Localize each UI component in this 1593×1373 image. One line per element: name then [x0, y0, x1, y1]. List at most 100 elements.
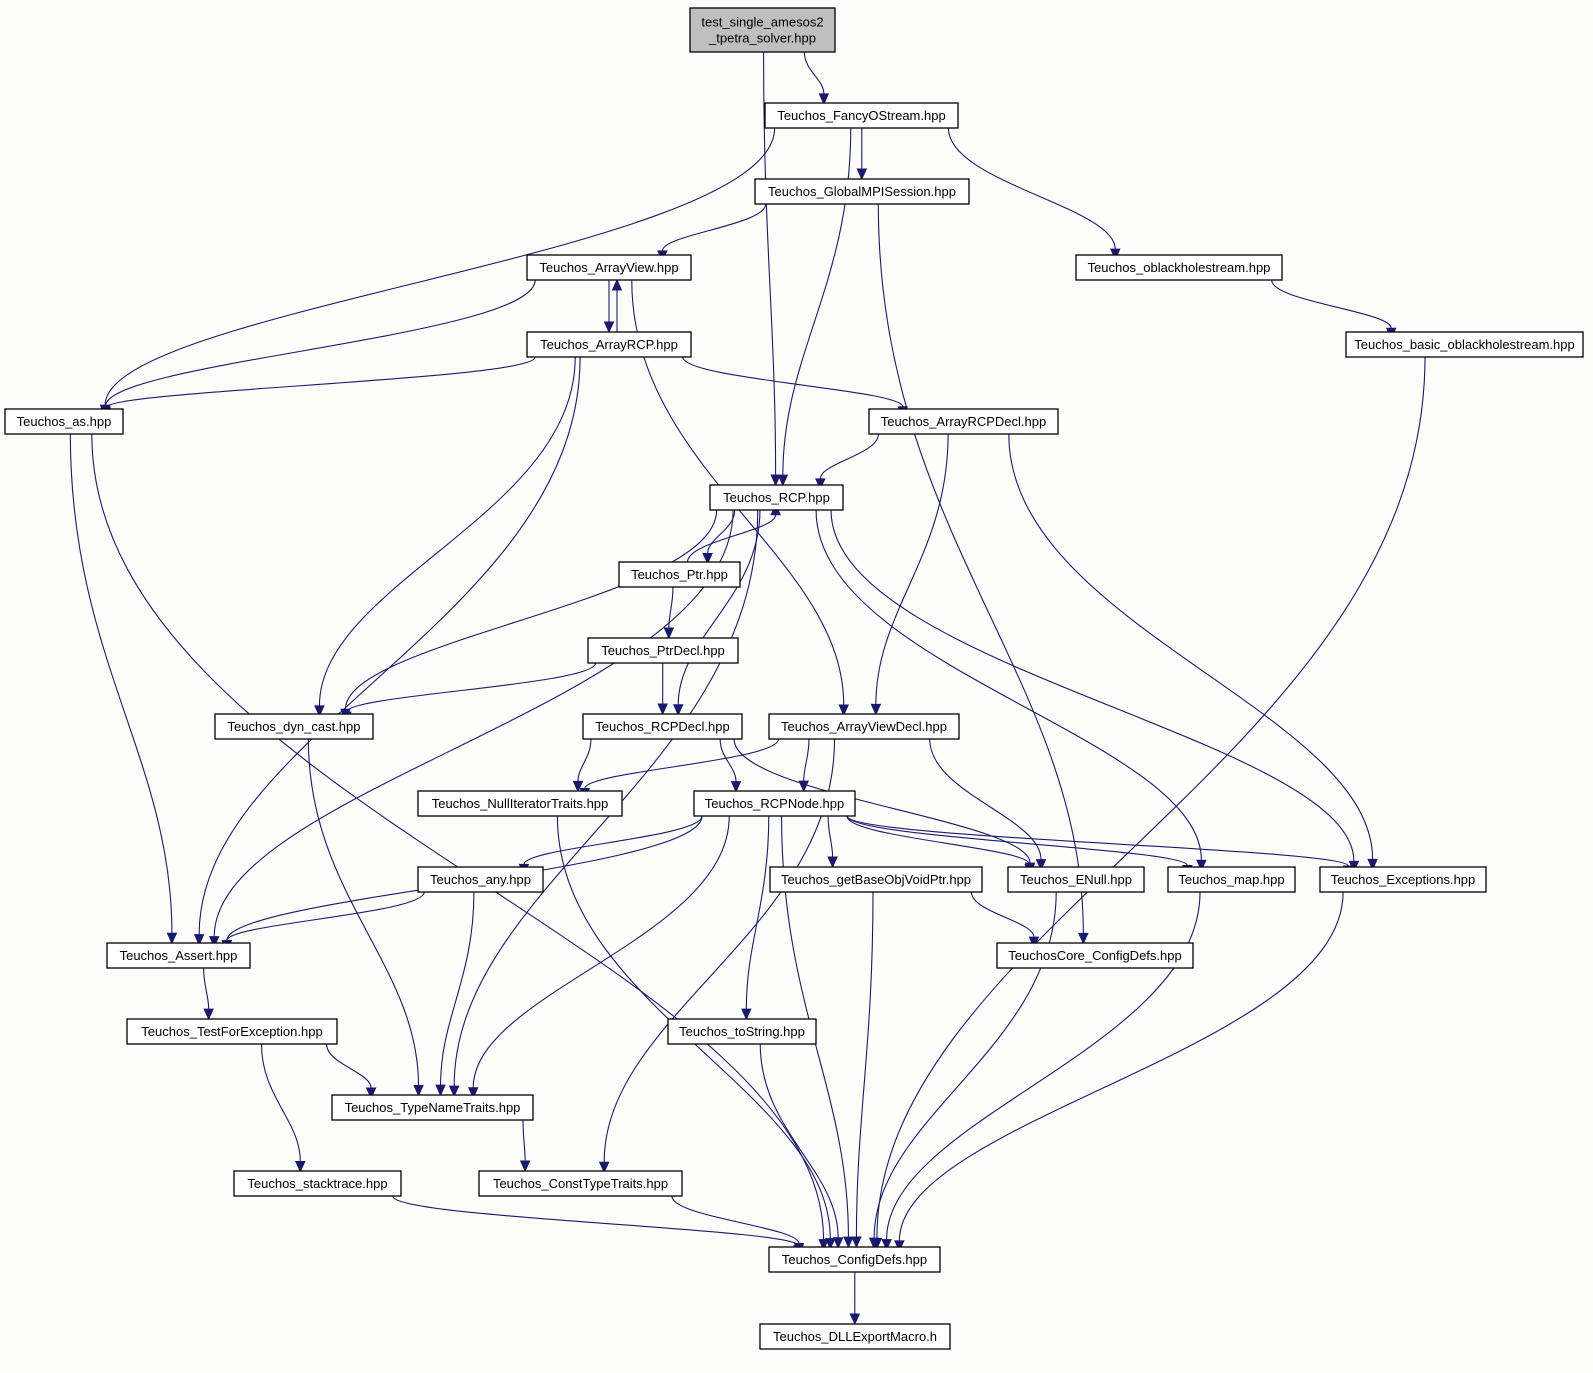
node-label: Teuchos_NullIteratorTraits.hpp	[432, 796, 609, 811]
node-rcpnode[interactable]: Teuchos_RCPNode.hpp	[693, 790, 856, 817]
edge-line	[947, 127, 1116, 250]
node-exceptions[interactable]: Teuchos_Exceptions.hpp	[1319, 866, 1487, 893]
edge-consttype-to-configdefs	[671, 1195, 805, 1255]
node-typename[interactable]: Teuchos_TypeNameTraits.hpp	[331, 1094, 534, 1121]
edge-testfor-to-typename	[325, 1043, 377, 1100]
node-box	[417, 866, 544, 893]
node-label: Teuchos_RCPDecl.hpp	[595, 719, 729, 734]
edge-line	[803, 738, 810, 782]
edge-arrowhead	[702, 553, 713, 565]
node-oblack[interactable]: Teuchos_oblackholestream.hpp	[1075, 254, 1283, 281]
node-stacktrace[interactable]: Teuchos_stacktrace.hpp	[233, 1170, 402, 1197]
edge-fancy-to-oblack	[947, 127, 1121, 261]
edge-arrowhead	[870, 703, 882, 716]
edge-arrowhead	[851, 1236, 862, 1249]
node-box	[689, 7, 836, 53]
node-label: Teuchos_ArrayViewDecl.hpp	[781, 719, 947, 734]
node-label: TeuchosCore_ConfigDefs.hpp	[1008, 948, 1181, 963]
edge-line	[1008, 433, 1374, 860]
edge-line	[260, 1043, 301, 1162]
node-coreconfig[interactable]: TeuchosCore_ConfigDefs.hpp	[996, 942, 1194, 969]
edge-arrowhead	[657, 703, 668, 716]
edges-layer	[69, 51, 1426, 1326]
edge-arrowhead	[1367, 858, 1378, 871]
edge-ptr-to-rcp	[686, 503, 781, 563]
edge-arrowhead	[777, 474, 789, 487]
edge-arrowhead	[598, 1161, 610, 1174]
node-box	[1007, 866, 1145, 893]
node-box	[693, 790, 856, 817]
node-ptr[interactable]: Teuchos_Ptr.hpp	[618, 561, 741, 588]
edge-line	[104, 127, 776, 406]
edge-line	[846, 815, 1188, 867]
edge-line	[830, 509, 1355, 862]
edge-line	[898, 891, 1344, 1241]
node-arrayrcpdecl[interactable]: Teuchos_ArrayRCPDecl.hpp	[868, 408, 1059, 435]
node-enull[interactable]: Teuchos_ENull.hpp	[1007, 866, 1145, 893]
edge-line	[104, 279, 536, 407]
edge-line	[875, 433, 949, 705]
node-dll[interactable]: Teuchos_DLLExportMacro.h	[759, 1323, 951, 1350]
node-label: Teuchos_ArrayView.hpp	[539, 260, 678, 275]
edge-arrowhead	[856, 168, 868, 181]
edge-arrowhead	[611, 278, 623, 291]
edge-fancy-to-global	[856, 127, 868, 181]
node-box	[417, 790, 623, 817]
node-label: Teuchos_Ptr.hpp	[631, 567, 728, 582]
node-box	[587, 637, 739, 664]
node-arrayview[interactable]: Teuchos_ArrayView.hpp	[526, 254, 692, 281]
edge-arrowhead	[1110, 248, 1121, 261]
node-label: Teuchos_ConfigDefs.hpp	[782, 1252, 927, 1267]
node-rcp[interactable]: Teuchos_RCP.hpp	[709, 484, 844, 511]
node-box	[4, 408, 124, 435]
node-fancy[interactable]: Teuchos_FancyOStream.hpp	[764, 102, 959, 129]
edge-line	[846, 815, 1031, 865]
node-nulliter[interactable]: Teuchos_NullIteratorTraits.hpp	[417, 790, 623, 817]
node-testfor[interactable]: Teuchos_TestForException.hpp	[126, 1018, 338, 1045]
node-as[interactable]: Teuchos_as.hpp	[4, 408, 124, 435]
node-arrayrcp[interactable]: Teuchos_ArrayRCP.hpp	[526, 331, 692, 358]
node-configdefs[interactable]: Teuchos_ConfigDefs.hpp	[768, 1246, 941, 1273]
node-assert[interactable]: Teuchos_Assert.hpp	[106, 942, 251, 969]
edge-arrayrcp-to-as	[100, 356, 536, 420]
node-label: Teuchos_FancyOStream.hpp	[777, 108, 945, 123]
edge-line	[827, 815, 834, 858]
node-box	[709, 484, 844, 511]
node-global[interactable]: Teuchos_GlobalMPISession.hpp	[754, 178, 970, 205]
node-getbase[interactable]: Teuchos_getBaseObjVoidPtr.hpp	[769, 866, 983, 893]
node-box	[667, 1018, 817, 1045]
edge-arrayviewdecl-to-nulliter	[579, 738, 780, 800]
node-label: Teuchos_basic_oblackholestream.hpp	[1354, 337, 1574, 352]
edge-arrowhead	[467, 1087, 479, 1099]
edge-rcp-to-exceptions	[830, 509, 1360, 873]
edge-line	[707, 509, 736, 554]
edge-line	[763, 51, 777, 476]
node-box	[759, 1323, 951, 1350]
edge-arrowhead	[770, 474, 781, 487]
edge-rcpdecl-to-nulliter	[572, 738, 592, 793]
edge-arrowhead	[603, 321, 615, 334]
edge-oblack-to-basicob	[1271, 279, 1397, 340]
edge-any-to-typename	[435, 891, 475, 1097]
node-basicob[interactable]: Teuchos_basic_oblackholestream.hpp	[1345, 331, 1584, 358]
edge-line	[453, 509, 759, 1087]
node-ptrdecl[interactable]: Teuchos_PtrDecl.hpp	[587, 637, 739, 664]
edge-stacktrace-to-configdefs	[392, 1195, 804, 1258]
node-consttype[interactable]: Teuchos_ConstTypeTraits.hpp	[478, 1170, 683, 1197]
edge-arrowhead	[881, 1239, 892, 1251]
node-any[interactable]: Teuchos_any.hpp	[417, 866, 544, 893]
node-box	[331, 1094, 534, 1121]
node-arrayviewdecl[interactable]: Teuchos_ArrayViewDecl.hpp	[768, 713, 960, 740]
node-tostring[interactable]: Teuchos_toString.hpp	[667, 1018, 817, 1045]
node-label: Teuchos_ArrayRCP.hpp	[540, 337, 678, 352]
node-label: Teuchos_map.hpp	[1178, 872, 1284, 887]
edge-line	[719, 738, 737, 782]
node-dyncast[interactable]: Teuchos_dyn_cast.hpp	[214, 713, 374, 740]
node-map[interactable]: Teuchos_map.hpp	[1167, 866, 1296, 893]
node-box	[582, 713, 743, 740]
edge-arrowhead	[818, 1239, 829, 1251]
edge-arrayviewdecl-to-rcpnode	[798, 738, 810, 793]
node-rcpdecl[interactable]: Teuchos_RCPDecl.hpp	[582, 713, 743, 740]
node-root[interactable]: test_single_amesos2_tpetra_solver.hpp	[689, 7, 836, 53]
edge-rcp-to-map	[815, 509, 1207, 872]
